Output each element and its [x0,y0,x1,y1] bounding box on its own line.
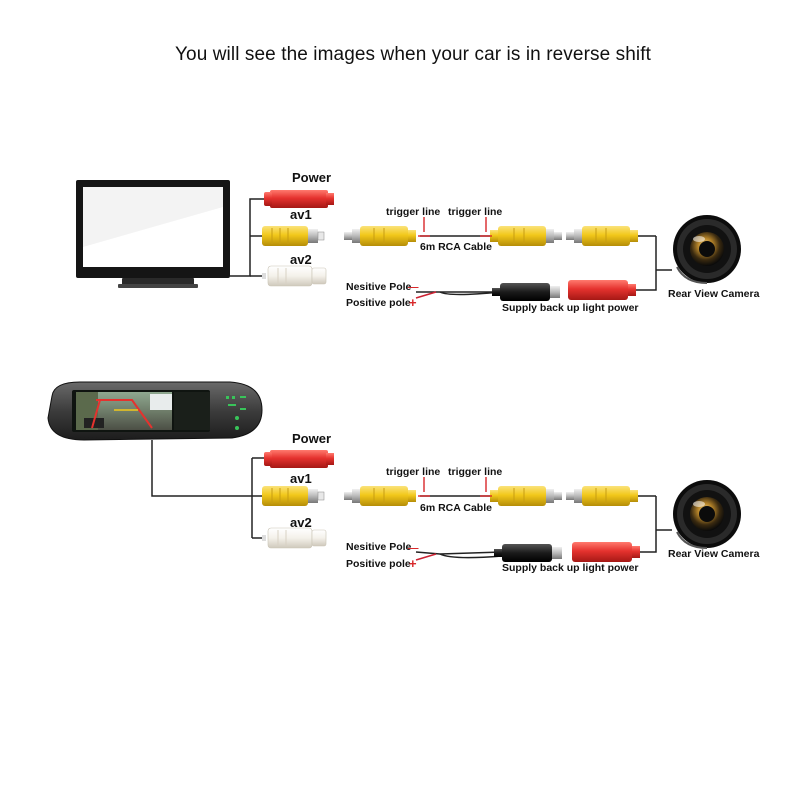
camera-label: Rear View Camera [668,288,760,300]
av2-label: av2 [290,515,312,530]
trigger-line-label-left: trigger line [386,466,440,478]
av1-label: av1 [290,207,312,222]
negative-sign: — [408,281,419,293]
diagram-1: Power av1 av2 trigger line trigger line … [76,170,760,314]
av1-connector [261,485,325,507]
rca-plug-right [489,485,563,507]
trigger-markers [418,477,492,497]
power-plug [494,544,562,562]
power-plug [492,283,560,301]
mirror-wires [151,440,268,539]
negative-sign: — [408,542,419,554]
power-label: Power [292,170,331,185]
monitor-icon [76,180,230,288]
positive-pole-label: Positive pole [346,558,411,570]
camera-rca-plug [565,485,639,507]
camera-label: Rear View Camera [668,548,760,560]
supply-label: Supply back up light power [502,562,639,574]
power-label: Power [292,431,331,446]
rca-plug-left [343,485,417,507]
trigger-markers [418,217,492,237]
positive-sign: + [409,295,417,310]
av2-connector [261,265,327,287]
av1-label: av1 [290,471,312,486]
negative-pole-label: Nesitive Pole [346,281,412,293]
power-connector [264,190,334,208]
av1-connector [261,225,325,247]
av2-connector [261,527,327,549]
power-socket [572,542,640,562]
monitor-wires [230,198,268,277]
rca-plug-left [343,225,417,247]
positive-sign: + [409,556,417,571]
negative-pole-label: Nesitive Pole [346,541,412,553]
diagram-2: Power av1 av2 trigger line trigger line … [47,381,760,574]
trigger-line-label-right: trigger line [448,466,502,478]
power-socket [568,280,636,300]
cable-label: 6m RCA Cable [420,502,492,514]
camera-icon [672,214,742,284]
trigger-line-label-left: trigger line [386,206,440,218]
mirror-monitor-icon [47,381,263,441]
av2-label: av2 [290,252,312,267]
trigger-line-label-right: trigger line [448,206,502,218]
positive-pole-label: Positive pole [346,297,411,309]
page-title: You will see the images when your car is… [175,44,651,65]
rca-plug-right [489,225,563,247]
supply-label: Supply back up light power [502,302,639,314]
cable-label: 6m RCA Cable [420,241,492,253]
camera-rca-plug [565,225,639,247]
power-connector [264,450,334,468]
camera-icon [672,479,742,549]
